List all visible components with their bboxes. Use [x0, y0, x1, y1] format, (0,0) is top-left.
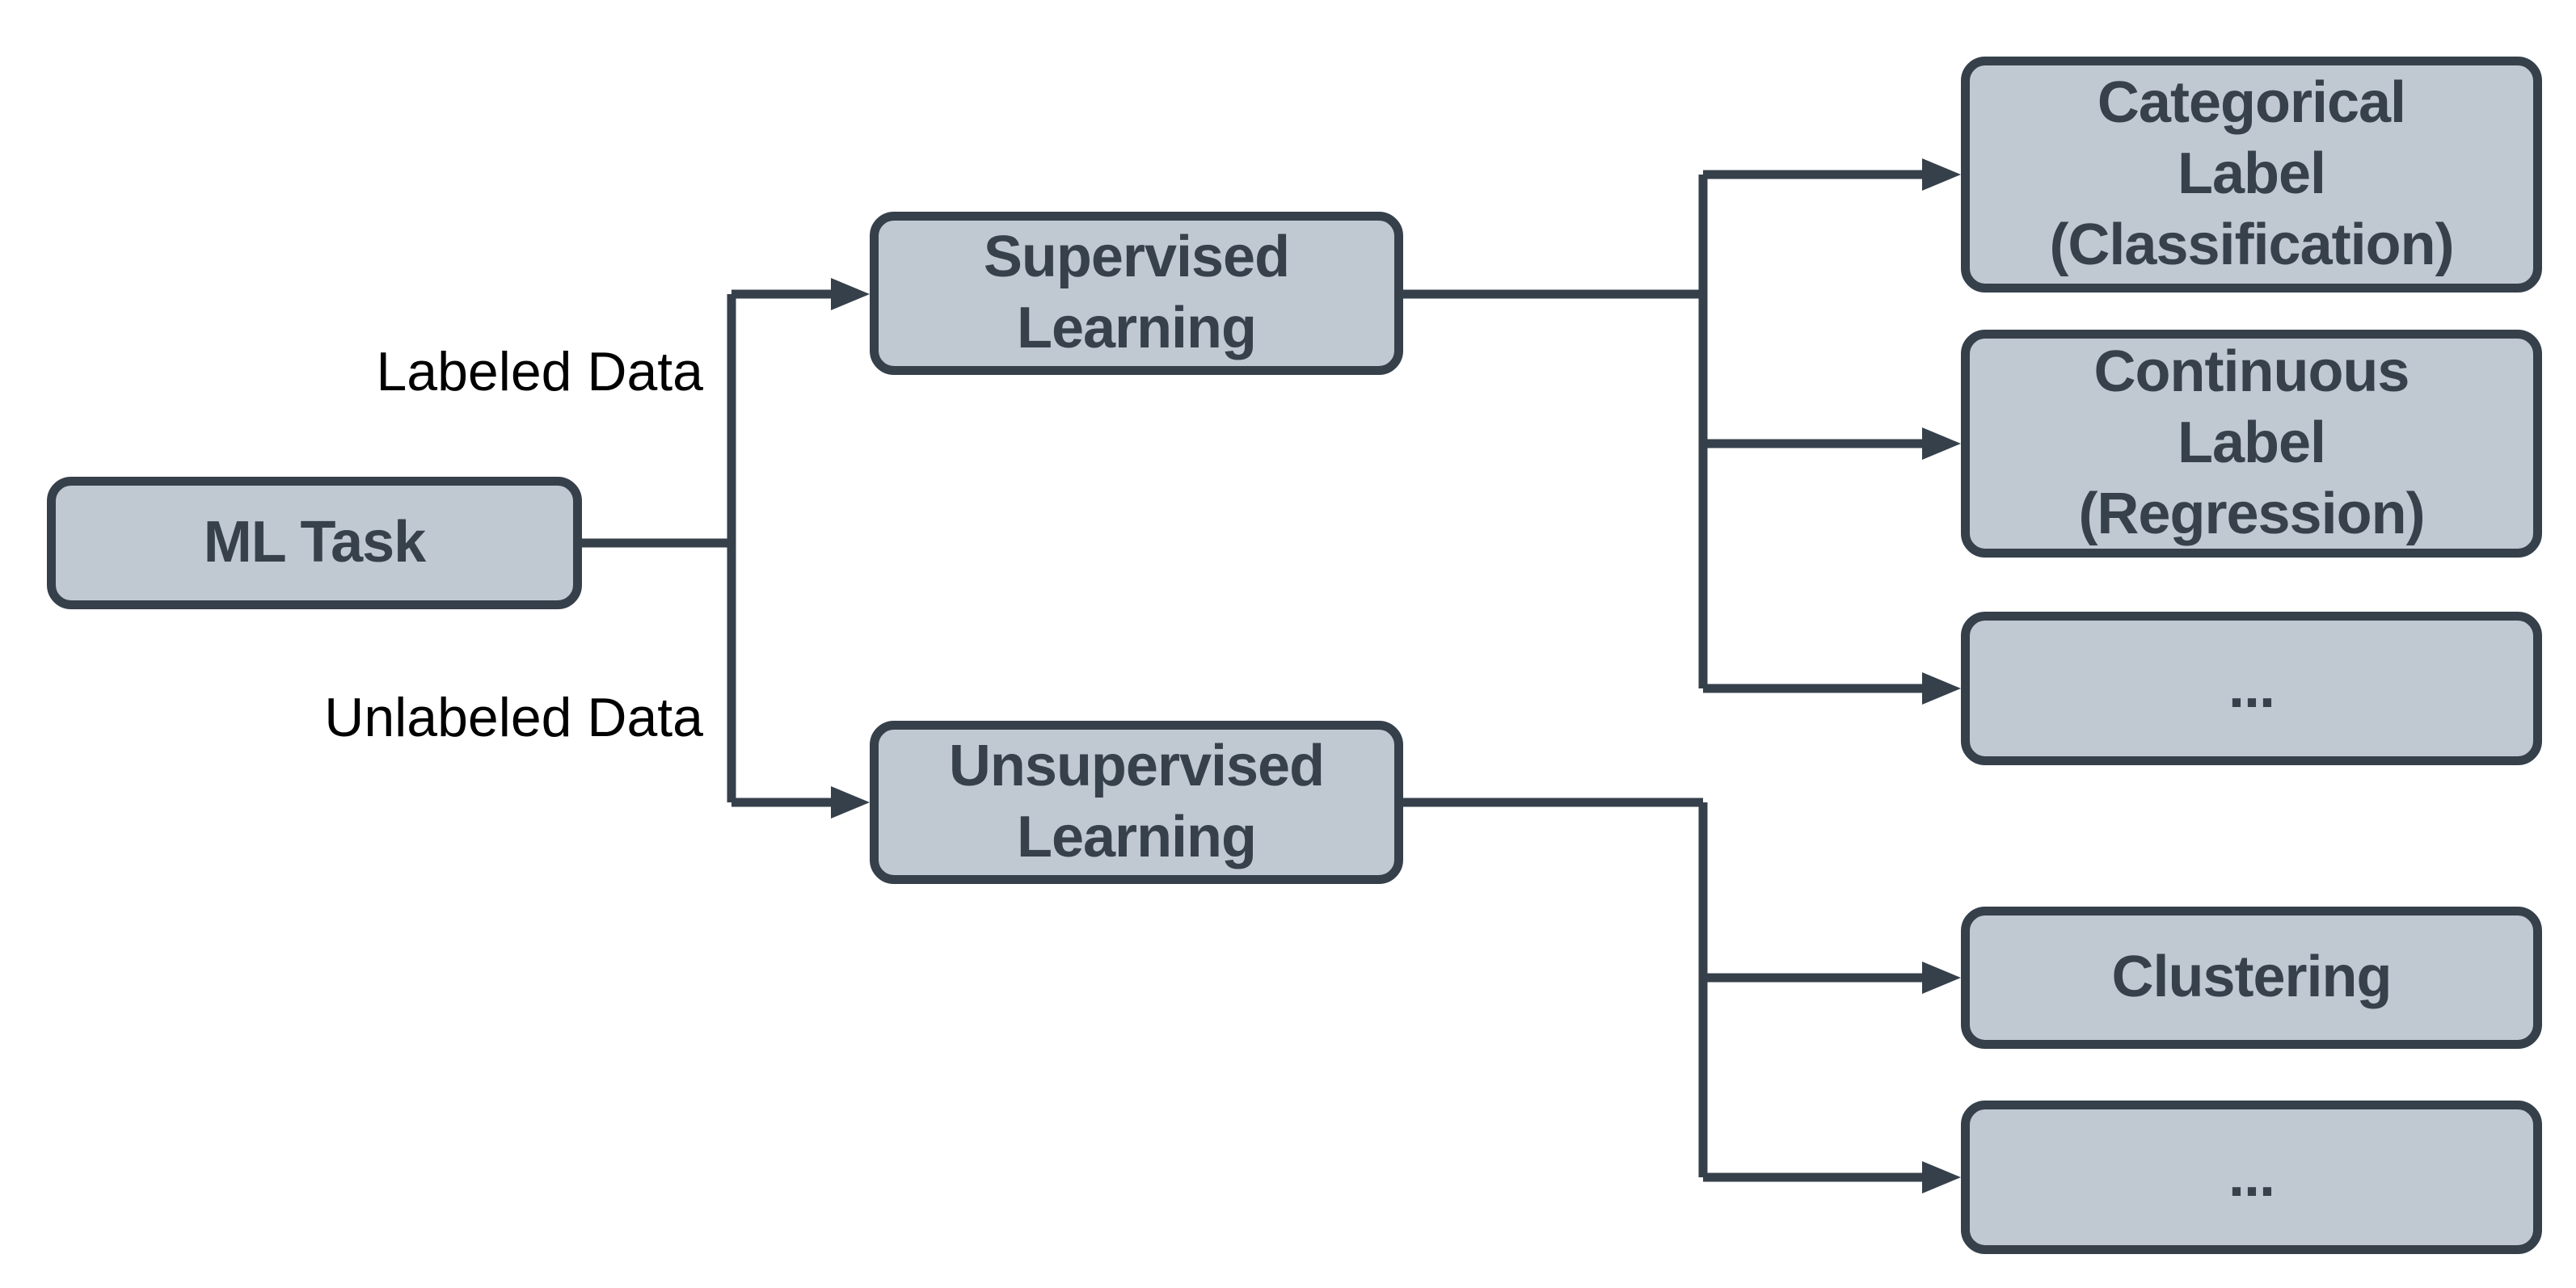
edge-label-unlabeled-data: Unlabeled Data — [324, 687, 703, 748]
arrowhead-clustering — [1922, 962, 1961, 994]
arrowhead-continuous — [1922, 427, 1961, 460]
edge-ml-task-branch — [582, 278, 870, 819]
edge-supervised-branch — [1403, 158, 1961, 705]
node-label-line: Supervised — [983, 225, 1290, 290]
node-label-line: (Regression) — [2078, 481, 2425, 546]
node-label-line: (Classification) — [2049, 212, 2454, 277]
node-unsupervised-ellipsis: ... — [1961, 1101, 2542, 1254]
arrowhead-categorical — [1922, 158, 1961, 191]
node-categorical-label-classification: Categorical Label (Classification) — [1961, 57, 2542, 293]
node-supervised-learning: Supervised Learning — [870, 212, 1403, 375]
arrowhead-unsupervised — [831, 786, 870, 819]
node-unsupervised-learning: Unsupervised Learning — [870, 721, 1403, 884]
node-label-line: Unsupervised — [948, 734, 1325, 799]
node-label-line: Clustering — [2111, 945, 2392, 1010]
node-label-line: ... — [2228, 1144, 2275, 1210]
node-ml-task: ML Task — [47, 477, 582, 609]
node-label-line: Learning — [1016, 296, 1257, 360]
arrowhead-unsup-more — [1922, 1161, 1961, 1193]
edge-unsupervised-branch — [1403, 798, 1961, 1193]
node-label-line: ... — [2228, 655, 2275, 721]
arrowhead-sup-more — [1922, 672, 1961, 705]
node-continuous-label-regression: Continuous Label (Regression) — [1961, 330, 2542, 558]
edge-label-labeled-data: Labeled Data — [376, 341, 703, 402]
node-supervised-ellipsis: ... — [1961, 612, 2542, 765]
arrowhead-supervised — [831, 278, 870, 310]
node-label-line: Label — [2177, 141, 2326, 207]
node-label-line: Continuous — [2093, 339, 2410, 405]
node-label-line: Learning — [1016, 805, 1257, 869]
node-label-line: Categorical — [2097, 70, 2406, 136]
node-label-line: ML Task — [203, 510, 426, 575]
node-label-line: Label — [2177, 410, 2326, 476]
node-clustering: Clustering — [1961, 907, 2542, 1049]
